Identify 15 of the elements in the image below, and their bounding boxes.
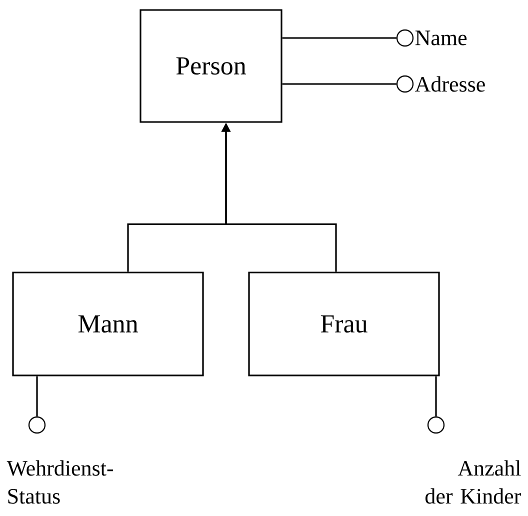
connector-line (282, 83, 396, 85)
attribute-circle (396, 29, 414, 47)
attribute-label: Anzahl der Kinder (425, 460, 521, 504)
entity-box: Frau (248, 272, 440, 376)
attribute-circle (28, 416, 46, 434)
attribute-label: Wehrdienst- Status (6, 460, 113, 504)
entity-box: Mann (12, 272, 204, 376)
connector-line (282, 37, 396, 39)
attribute-circle (427, 416, 445, 434)
attribute-label: Name (415, 30, 467, 46)
attribute-label: Adresse (415, 76, 485, 92)
entity-box: Person (140, 9, 282, 123)
connector-line (435, 376, 437, 416)
connector-line (36, 376, 38, 416)
attribute-circle (396, 75, 414, 93)
